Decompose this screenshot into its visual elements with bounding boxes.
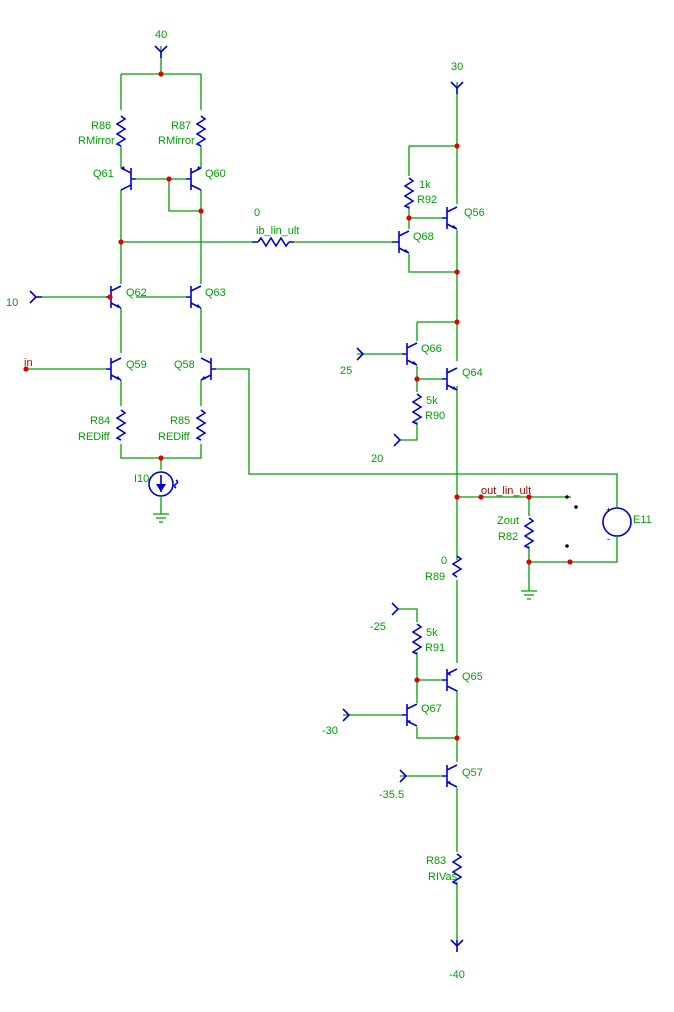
r84-symbol bbox=[115, 409, 127, 441]
q62-label: Q62 bbox=[126, 287, 147, 299]
transistor-symbols bbox=[106, 166, 458, 788]
net-label-ib-lin-ult: ib_lin_ult bbox=[256, 225, 299, 237]
e11-minus-sign: - bbox=[607, 534, 610, 544]
q56-label: Q56 bbox=[464, 207, 485, 219]
rib-value: 0 bbox=[254, 207, 260, 219]
e11-plus-sign: + bbox=[606, 505, 611, 515]
q58-symbol bbox=[200, 357, 216, 381]
r91-ref: R91 bbox=[425, 642, 445, 654]
q68-symbol bbox=[392, 230, 410, 254]
r85-value: REDiff bbox=[158, 431, 191, 443]
r82-value: Zout bbox=[497, 515, 519, 527]
net-label-in: in bbox=[24, 357, 33, 369]
supply-label-neg25: -25 bbox=[370, 621, 386, 633]
r90-ref: R90 bbox=[425, 410, 445, 422]
net-label-out-lin-ult: out_lin_ult bbox=[481, 485, 531, 497]
supply-arrows bbox=[29, 45, 464, 952]
wires bbox=[26, 46, 618, 940]
r82-ref: R82 bbox=[498, 531, 518, 543]
r86-ref: R86 bbox=[91, 120, 111, 132]
q64-label: Q64 bbox=[462, 367, 483, 379]
q59-label: Q59 bbox=[126, 359, 147, 371]
r87-symbol bbox=[195, 115, 207, 147]
supply-label-10: 10 bbox=[6, 297, 18, 309]
r89-symbol bbox=[451, 555, 463, 578]
r84-ref: R84 bbox=[90, 415, 110, 427]
supply-label-neg40: -40 bbox=[449, 969, 465, 981]
r89-value: 0 bbox=[441, 555, 447, 567]
i10-source-symbol bbox=[148, 471, 179, 523]
q65-symbol bbox=[442, 668, 458, 692]
r83-symbol bbox=[451, 853, 463, 885]
q67-label: Q67 bbox=[421, 703, 442, 715]
q60-label: Q60 bbox=[205, 168, 226, 180]
q67-symbol bbox=[402, 703, 418, 727]
i10-label: I10 bbox=[134, 473, 149, 485]
e11-label: E11 bbox=[633, 514, 652, 526]
r90-symbol bbox=[411, 393, 423, 425]
r90-value: 5k bbox=[426, 395, 438, 407]
q59-symbol bbox=[106, 357, 122, 381]
switch-contacts bbox=[565, 495, 578, 548]
q56-symbol bbox=[442, 206, 458, 230]
rib-symbol bbox=[252, 236, 294, 248]
resistor-symbols bbox=[115, 115, 535, 885]
r92-value: 1k bbox=[419, 179, 431, 191]
r84-value: REDiff bbox=[78, 431, 111, 443]
r91-symbol bbox=[411, 623, 423, 655]
q58-label: Q58 bbox=[174, 359, 195, 371]
q57-symbol bbox=[442, 764, 458, 788]
r87-value: RMirror bbox=[158, 135, 195, 147]
q63-label: Q63 bbox=[205, 287, 226, 299]
r85-ref: R85 bbox=[170, 415, 190, 427]
q65-label: Q65 bbox=[462, 671, 483, 683]
r82-symbol bbox=[523, 517, 535, 549]
supply-label-25: 25 bbox=[340, 365, 352, 377]
r91-value: 5k bbox=[426, 627, 438, 639]
r83-value: RIVas bbox=[428, 871, 458, 883]
q61-symbol bbox=[120, 166, 136, 191]
q68-label: Q68 bbox=[413, 231, 434, 243]
ground-r82 bbox=[521, 590, 537, 600]
q64-symbol bbox=[442, 367, 458, 391]
junction-dots bbox=[23, 71, 573, 741]
r86-value: RMirror bbox=[78, 135, 115, 147]
q57-label: Q57 bbox=[462, 767, 483, 779]
q66-label: Q66 bbox=[421, 343, 442, 355]
r92-ref: R92 bbox=[417, 194, 437, 206]
r92-symbol bbox=[403, 177, 415, 209]
supply-label-40: 40 bbox=[155, 29, 167, 41]
r87-ref: R87 bbox=[171, 120, 191, 132]
supply-label-neg35-5: -35.5 bbox=[379, 789, 404, 801]
q63-symbol bbox=[186, 285, 202, 309]
q61-label: Q61 bbox=[93, 168, 114, 180]
supply-label-30: 30 bbox=[451, 61, 463, 73]
q60-symbol bbox=[186, 166, 202, 191]
supply-label-neg30: -30 bbox=[322, 725, 338, 737]
labels: 40 30 10 25 20 -25 -30 -35.5 -40 R86 RMi… bbox=[6, 29, 652, 981]
r83-ref: R83 bbox=[426, 855, 446, 867]
r89-ref: R89 bbox=[425, 571, 445, 583]
r85-symbol bbox=[195, 409, 207, 441]
q66-symbol bbox=[402, 342, 418, 366]
supply-label-20: 20 bbox=[371, 453, 383, 465]
r86-symbol bbox=[115, 115, 127, 147]
e11-source-symbol bbox=[602, 507, 632, 538]
